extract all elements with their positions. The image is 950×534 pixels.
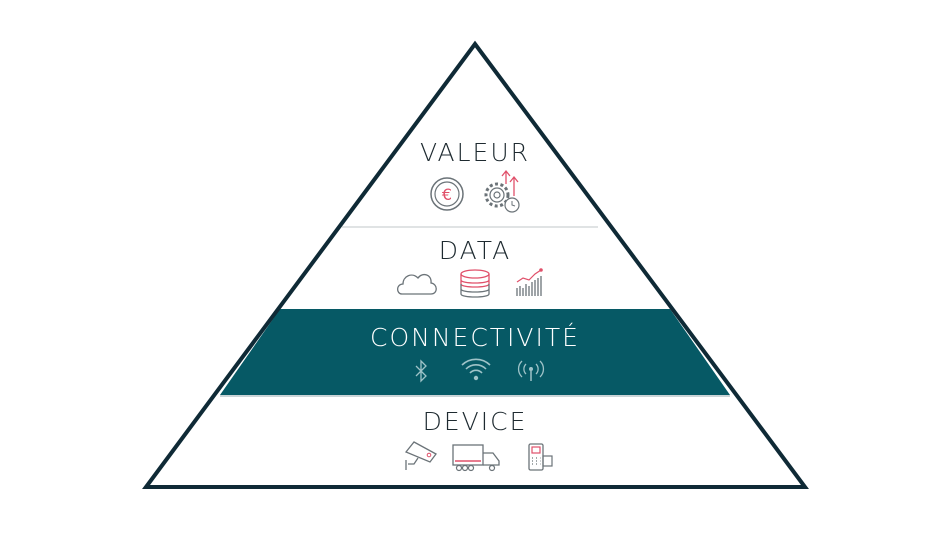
- pyramid-outline: [142, 40, 809, 489]
- bluetooth-icon: [415, 359, 427, 383]
- gear-growth-clock-icon: [484, 169, 520, 213]
- svg-text:€: €: [442, 185, 452, 204]
- database-icon: [460, 269, 490, 298]
- euro-coin-icon: €: [430, 177, 464, 211]
- level-label-valeur: VALEUR: [420, 138, 530, 167]
- level-label-connectivite: CONNECTIVITÉ: [370, 323, 580, 352]
- security-camera-icon: [404, 441, 437, 470]
- truck-icon: [452, 444, 500, 472]
- connectivite-band: [220, 309, 730, 395]
- level-label-device: DEVICE: [422, 407, 528, 436]
- cloud-icon: [396, 273, 437, 295]
- payment-terminal-icon: [528, 443, 553, 471]
- wifi-icon: [461, 358, 491, 381]
- level-label-data: DATA: [438, 236, 512, 265]
- growth-chart-icon: [516, 268, 543, 296]
